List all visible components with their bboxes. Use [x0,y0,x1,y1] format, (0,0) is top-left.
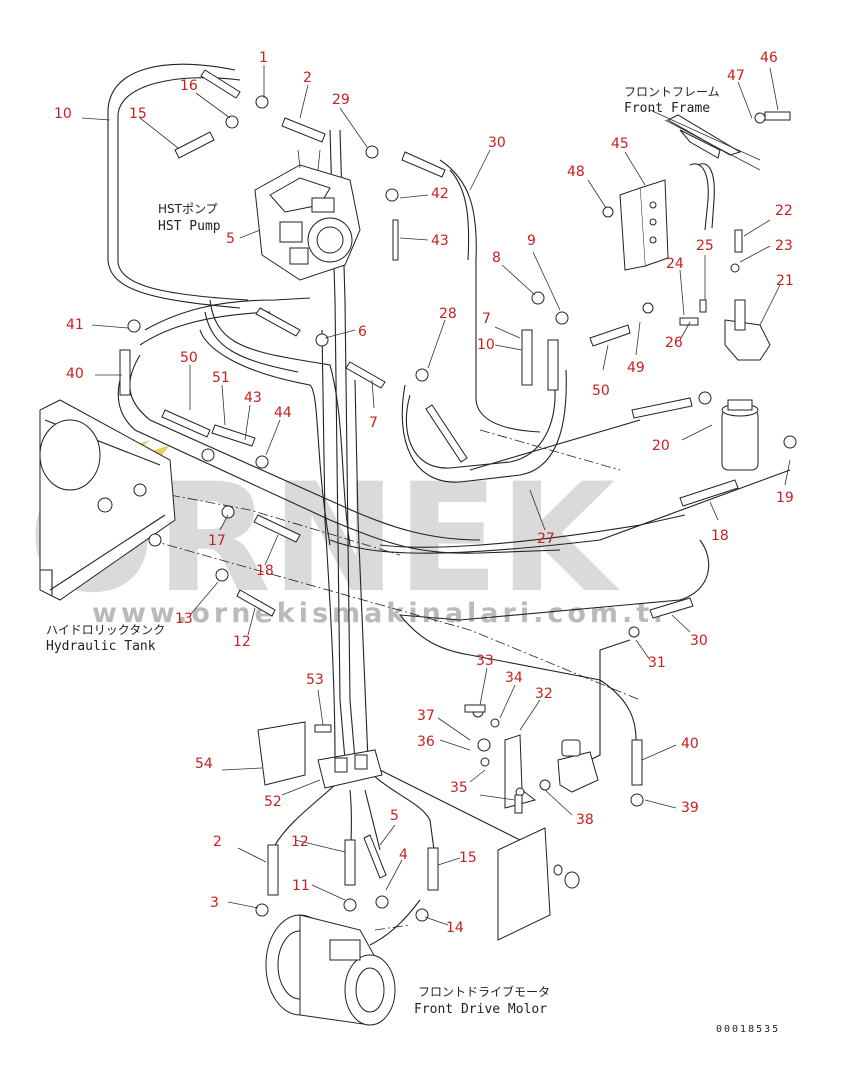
hst-pump-label-jp: HSTポンプ [158,202,218,216]
clamp-bracket-52 [317,749,383,789]
callout: 44 [274,405,292,421]
hydraulic-tank-label-jp: ハイドロリックタンク [46,623,165,637]
plate-54 [257,721,306,786]
callout: 33 [476,653,494,669]
callout: 18 [256,563,274,579]
callout: 28 [439,306,457,322]
callout: 10 [477,337,495,353]
cover-plate [497,827,580,941]
callout: 1 [259,50,268,66]
callout: 21 [776,273,794,289]
callout: 31 [648,655,666,671]
callout: 29 [332,92,350,108]
watermark-url: www.ornekismakinalari.com.tr [92,598,671,629]
callout-numbers: 1 2 29 16 10 15 30 45 48 47 46 42 43 5 9… [54,50,794,936]
callout: 53 [306,672,324,688]
callout: 2 [213,834,222,850]
hydraulic-tank [39,399,176,601]
callout: 9 [527,233,536,249]
callout: 43 [431,233,449,249]
callout: 38 [576,812,594,828]
callout: 49 [627,360,645,376]
callout: 25 [696,238,714,254]
callout: 6 [358,324,367,340]
callout: 15 [459,850,477,866]
callout: 12 [233,634,251,650]
callout: 42 [431,186,449,202]
callout: 43 [244,390,262,406]
callout: 24 [666,256,684,272]
callout: 5 [226,231,235,247]
callout: 10 [54,106,72,122]
callout: 36 [417,734,435,750]
callout: 35 [450,780,468,796]
document-number: 00018535 [716,1024,780,1035]
hst-pump [254,149,361,281]
front-frame-parts [619,109,771,471]
callout: 18 [711,528,729,544]
hose-fittings [119,69,797,922]
callout: 22 [775,203,793,219]
callout: 7 [482,311,491,327]
callout: 41 [66,317,84,333]
front-frame-label-jp: フロントフレーム [624,85,720,99]
hydraulic-tank-label-en: Hydraulic Tank [46,639,156,654]
callout: 47 [727,68,745,84]
callout: 16 [180,78,198,94]
front-drive-motor-label-jp: フロントドライブモータ [418,984,550,999]
front-frame-label-en: Front Frame [624,101,710,116]
valve-bracket-32 [504,734,537,809]
callout: 23 [775,238,793,254]
callout: 20 [652,438,670,454]
callout: 14 [446,920,464,936]
callout: 54 [195,756,213,772]
callout: 2 [303,70,312,86]
callout: 37 [417,708,435,724]
callout: 27 [537,531,555,547]
callout: 8 [492,250,501,266]
callout: 3 [210,895,219,911]
callout: 45 [611,136,629,152]
valve-block-38 [557,739,599,793]
callout: 7 [369,415,378,431]
callout: 32 [535,686,553,702]
callout: 50 [180,350,198,366]
callout: 46 [760,50,778,66]
callout: 48 [567,164,585,180]
leader-lines [81,65,791,926]
callout: 30 [690,633,708,649]
hst-pump-label-en: HST Pump [158,219,221,234]
callout: 26 [665,335,683,351]
callout: 39 [681,800,699,816]
callout: 11 [292,878,310,894]
callout: 52 [264,794,282,810]
callout: 5 [390,808,399,824]
front-drive-motor-label-en: Front Drive Molor [414,1002,547,1017]
front-drive-motor [265,914,396,1026]
component-labels: HSTポンプ HST Pump フロントフレーム Front Frame ハイド… [46,85,780,1035]
callout: 40 [681,736,699,752]
callout: 34 [505,670,523,686]
callout: 30 [488,135,506,151]
callout: 17 [208,533,226,549]
callout: 12 [291,834,309,850]
callout: 15 [129,106,147,122]
callout: 19 [776,490,794,506]
callout: 4 [399,847,408,863]
callout: 50 [592,383,610,399]
callout: 51 [212,370,230,386]
callout: 40 [66,366,84,382]
callout: 13 [175,611,193,627]
